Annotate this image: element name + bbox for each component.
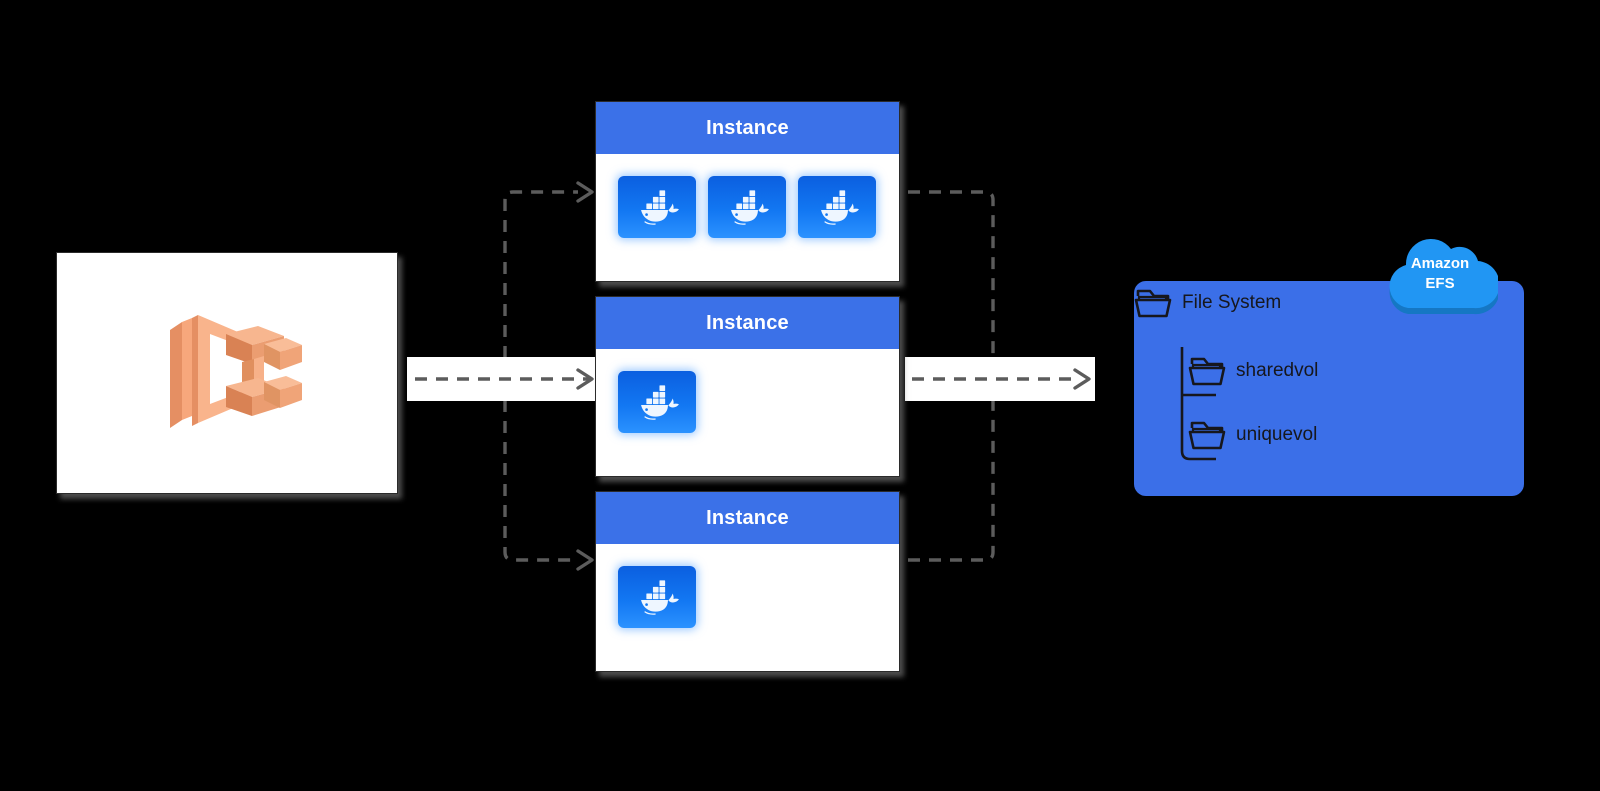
- instance-body-3: [596, 544, 899, 671]
- docker-icon: [819, 190, 859, 225]
- folder-icon: [1188, 357, 1226, 386]
- connector-ecs-branch-down: [503, 379, 578, 562]
- file-system-root-label: File System: [1182, 292, 1282, 313]
- efs-panel[interactable]: File System sharedvol uniquevol: [1134, 281, 1524, 496]
- folder-icon: [1188, 421, 1226, 450]
- instance-title-2: Instance: [706, 311, 789, 334]
- arrowhead-ecs-top: [576, 181, 594, 203]
- arrow-band-left: [407, 357, 595, 401]
- docker-icon: [639, 580, 679, 615]
- file-system-tree-lines: [1180, 347, 1216, 461]
- cloud-icon: [1389, 238, 1500, 315]
- instance-header-3: Instance: [596, 492, 899, 544]
- instance-card-3[interactable]: Instance: [595, 491, 900, 672]
- file-system-child-row-1[interactable]: sharedvol: [1188, 355, 1318, 387]
- docker-container-1-2[interactable]: [708, 176, 786, 238]
- file-system-root-row[interactable]: File System: [1134, 287, 1281, 319]
- file-system-child-row-2[interactable]: uniquevol: [1188, 419, 1317, 451]
- folder-icon: [1134, 289, 1172, 318]
- file-system-child-label-2: uniquevol: [1236, 424, 1318, 445]
- docker-icon: [639, 385, 679, 420]
- docker-icon: [639, 190, 679, 225]
- instance-header-2: Instance: [596, 297, 899, 349]
- connector-efs-branch-up: [908, 190, 995, 379]
- instance-card-2[interactable]: Instance: [595, 296, 900, 477]
- arrowhead-ecs-bot: [576, 549, 594, 571]
- file-system-child-label-1: sharedvol: [1236, 360, 1319, 381]
- ecs-source-card[interactable]: [56, 252, 398, 494]
- instance-card-1[interactable]: Instance: [595, 101, 900, 282]
- connector-efs-branch-down: [908, 379, 995, 562]
- instance-body-1: [596, 154, 899, 281]
- instance-body-2: [596, 349, 899, 476]
- docker-icon: [729, 190, 769, 225]
- arrow-band-right: [905, 357, 1095, 401]
- instance-title-1: Instance: [706, 116, 789, 139]
- aws-ecs-icon: [170, 315, 302, 428]
- instance-title-3: Instance: [706, 506, 789, 529]
- docker-container-1-3[interactable]: [798, 176, 876, 238]
- docker-container-1-1[interactable]: [618, 176, 696, 238]
- instance-header-1: Instance: [596, 102, 899, 154]
- docker-container-3-1[interactable]: [618, 566, 696, 628]
- amazon-efs-badge[interactable]: Amazon EFS: [1382, 228, 1500, 320]
- connector-ecs-branch-up: [503, 190, 578, 379]
- docker-container-2-1[interactable]: [618, 371, 696, 433]
